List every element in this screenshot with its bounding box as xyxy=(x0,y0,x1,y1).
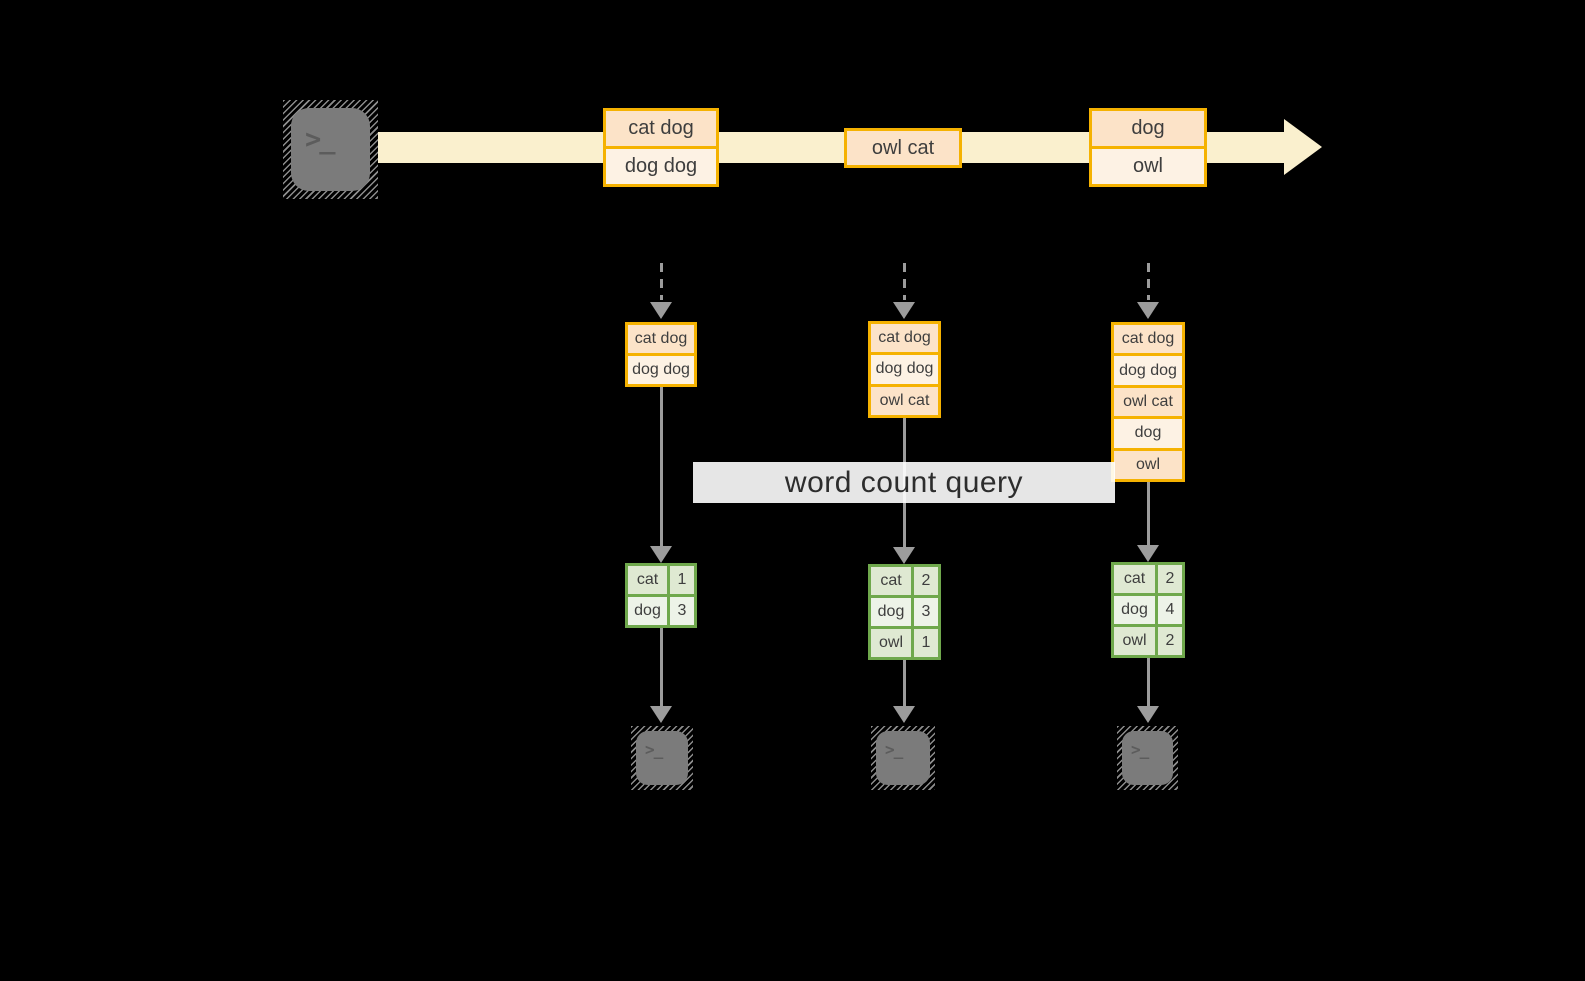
count-cell: 2 xyxy=(1158,627,1182,655)
buffered-record: cat dog xyxy=(871,324,938,353)
stream-record: owl xyxy=(1092,146,1204,184)
stream-record: dog dog xyxy=(606,146,716,184)
result-connector-line xyxy=(903,660,906,707)
buffered-record: dog dog xyxy=(1114,353,1182,385)
buffered-record: cat dog xyxy=(628,325,694,353)
stream-record: cat dog xyxy=(606,111,716,146)
buffered-records-box-2: cat dog dog dog owl cat xyxy=(868,321,941,418)
terminal-screen: >_ xyxy=(636,731,688,785)
buffered-records-box-3: cat dog dog dog owl cat dog owl xyxy=(1111,322,1185,482)
buffered-record: dog dog xyxy=(871,352,938,384)
query-connector-line xyxy=(660,387,663,548)
terminal-prompt-glyph: >_ xyxy=(1131,740,1149,759)
stream-record: owl cat xyxy=(847,131,959,165)
word-cell: cat xyxy=(1114,565,1155,593)
stream-event-box-1: cat dog dog dog xyxy=(603,108,719,187)
down-arrowhead-icon xyxy=(893,547,915,564)
down-arrowhead-icon xyxy=(650,302,672,319)
stream-to-buffer-dashed-line xyxy=(903,263,906,300)
consumer-terminal-icon-2: >_ xyxy=(871,726,935,790)
buffered-record: owl cat xyxy=(871,383,938,415)
down-arrowhead-icon xyxy=(1137,706,1159,723)
word-cell: owl xyxy=(1114,627,1155,655)
word-cell: dog xyxy=(628,597,667,625)
word-cell: cat xyxy=(871,567,911,595)
down-arrowhead-icon xyxy=(650,706,672,723)
result-connector-line xyxy=(1147,658,1150,707)
down-arrowhead-icon xyxy=(893,706,915,723)
buffered-record: cat dog xyxy=(1114,325,1182,354)
count-cell: 1 xyxy=(670,566,694,594)
word-cell: owl xyxy=(871,629,911,657)
count-cell: 1 xyxy=(914,629,938,657)
buffered-record: owl cat xyxy=(1114,384,1182,417)
stream-event-box-3: dog owl xyxy=(1089,108,1207,187)
consumer-terminal-icon-1: >_ xyxy=(631,726,693,790)
consumer-terminal-icon-3: >_ xyxy=(1117,726,1178,790)
terminal-prompt-glyph: >_ xyxy=(885,740,903,759)
word-cell: dog xyxy=(1114,596,1155,624)
down-arrowhead-icon xyxy=(1137,545,1159,562)
word-cell: dog xyxy=(871,598,911,626)
producer-terminal-icon: >_ xyxy=(283,100,378,199)
down-arrowhead-icon xyxy=(893,302,915,319)
buffered-record: owl xyxy=(1114,447,1182,480)
word-count-table-1: cat 1 dog 3 xyxy=(625,563,697,628)
count-cell: 3 xyxy=(670,597,694,625)
word-count-table-3: cat 2 dog 4 owl 2 xyxy=(1111,562,1185,658)
word-cell: cat xyxy=(628,566,667,594)
stream-event-box-2: owl cat xyxy=(844,128,962,168)
count-cell: 2 xyxy=(914,567,938,595)
terminal-screen: >_ xyxy=(291,108,370,191)
down-arrowhead-icon xyxy=(650,546,672,563)
terminal-screen: >_ xyxy=(876,731,930,785)
terminal-screen: >_ xyxy=(1122,731,1173,785)
stream-arrowhead-icon xyxy=(1284,119,1322,175)
buffered-records-box-1: cat dog dog dog xyxy=(625,322,697,387)
stream-record: dog xyxy=(1092,111,1204,146)
count-cell: 4 xyxy=(1158,596,1182,624)
buffered-record: dog dog xyxy=(628,353,694,384)
down-arrowhead-icon xyxy=(1137,302,1159,319)
stream-to-buffer-dashed-line xyxy=(1147,263,1150,300)
count-cell: 3 xyxy=(914,598,938,626)
count-cell: 2 xyxy=(1158,565,1182,593)
terminal-prompt-glyph: >_ xyxy=(305,124,335,155)
word-count-table-2: cat 2 dog 3 owl 1 xyxy=(868,564,941,660)
terminal-prompt-glyph: >_ xyxy=(645,740,663,759)
result-connector-line xyxy=(660,628,663,707)
stream-to-buffer-dashed-line xyxy=(660,263,663,300)
query-connector-line xyxy=(1147,482,1150,546)
buffered-record: dog xyxy=(1114,416,1182,448)
query-label: word count query xyxy=(693,462,1115,503)
